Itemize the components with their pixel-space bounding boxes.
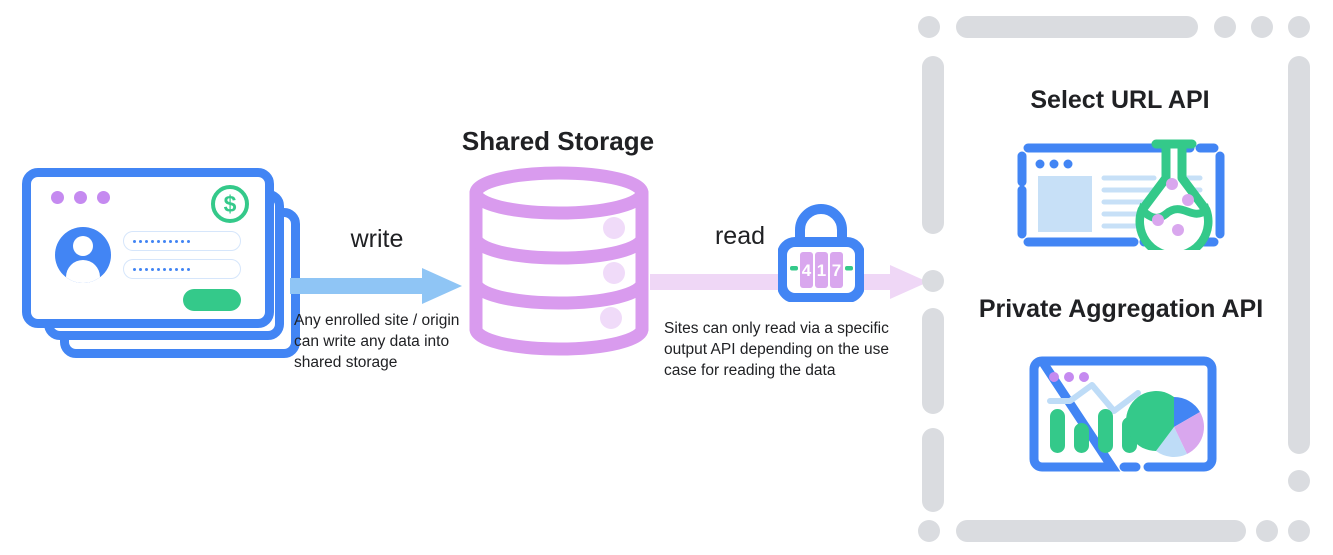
write-label: write (350, 225, 404, 253)
browser-dot-2 (1049, 159, 1059, 169)
mask-dot (187, 267, 190, 271)
submit-button[interactable] (183, 289, 241, 311)
border-dot-bottom-1 (1256, 520, 1278, 542)
bar-3 (1098, 409, 1113, 453)
mask-dot (169, 267, 172, 271)
border-dash-right-1 (1288, 56, 1310, 454)
dollar-icon: $ (211, 185, 249, 223)
window-dot-3 (97, 191, 110, 204)
private-aggregation-api-title: Private Aggregation API (978, 295, 1264, 323)
mask-dot (181, 239, 184, 243)
mask-dot (175, 267, 178, 271)
mask-dot (133, 267, 136, 271)
border-dot-top-3 (1251, 16, 1273, 38)
storage-dot-3 (600, 307, 622, 329)
mask-dot (151, 239, 154, 243)
bar-1 (1050, 409, 1065, 453)
border-dash-bottom (956, 520, 1246, 542)
browser-window-front: $ (22, 168, 274, 328)
dash-dot-3 (1079, 372, 1089, 382)
pie-slice-green (1126, 391, 1174, 451)
password-field[interactable] (123, 259, 241, 279)
border-dash-left-1 (922, 56, 944, 234)
browser-dot-1 (1035, 159, 1045, 169)
storage-dot-1 (603, 217, 625, 239)
content-block (1038, 176, 1092, 232)
mask-dot (139, 239, 142, 243)
select-url-api-title: Select URL API (1030, 86, 1210, 114)
window-dot-2 (74, 191, 87, 204)
bar-2 (1074, 423, 1089, 453)
border-dot-top-4 (1288, 16, 1310, 38)
mask-dot (145, 267, 148, 271)
write-caption: Any enrolled site / origin can write any… (294, 312, 460, 371)
window-traffic-dots (51, 191, 110, 204)
border-dash-left-3 (922, 428, 944, 512)
pie-slice-purple (1174, 412, 1204, 454)
pie-slice-blue (1174, 397, 1200, 427)
avatar-body (66, 260, 100, 283)
mask-dot (181, 267, 184, 271)
avatar (55, 227, 111, 283)
read-caption: Sites can only read via a specific outpu… (664, 320, 889, 379)
border-dash-left-2 (922, 308, 944, 414)
lock-digit-2: 1 (817, 261, 826, 280)
border-dot-top-1 (918, 16, 940, 38)
border-dash-top (956, 16, 1198, 38)
write-arrow-icon (290, 268, 462, 304)
mask-dot (133, 239, 136, 243)
mask-dot (169, 239, 172, 243)
flask-bubble-3 (1152, 214, 1164, 226)
mask-dot (151, 267, 154, 271)
browser-flask-icon (1017, 139, 1225, 250)
mask-dot (163, 267, 166, 271)
api-panel-dashed-border (918, 8, 1320, 546)
flask-bubble-4 (1172, 224, 1184, 236)
border-dot-right-2 (1288, 520, 1310, 542)
flask-bubble-1 (1166, 178, 1178, 190)
mask-dot (145, 239, 148, 243)
mask-dot (157, 267, 160, 271)
storage-dot-2 (603, 262, 625, 284)
border-dot-right-1 (1288, 470, 1310, 492)
mask-dot (175, 239, 178, 243)
database-cylinder-icon (469, 166, 649, 356)
window-dot-1 (51, 191, 64, 204)
username-field[interactable] (123, 231, 241, 251)
mask-dot (157, 239, 160, 243)
lock-digit-1: 4 (802, 261, 812, 280)
border-dot-left-1 (922, 270, 944, 292)
dashboard-charts-icon (1029, 356, 1217, 472)
flask-bubble-2 (1182, 194, 1194, 206)
pie-chart (1126, 391, 1204, 457)
combination-lock-icon: 4 1 7 (778, 204, 864, 302)
dash-dot-2 (1064, 372, 1074, 382)
lock-digit-3: 7 (832, 261, 841, 280)
browser-dot-3 (1063, 159, 1073, 169)
border-dot-top-2 (1214, 16, 1236, 38)
pie-slice-lightblue (1156, 427, 1187, 457)
mask-dot (163, 239, 166, 243)
mask-dot (187, 239, 190, 243)
line-chart (1047, 382, 1141, 414)
shared-storage-title: Shared Storage (461, 126, 655, 156)
dash-dot-1 (1049, 372, 1059, 382)
browser-window-stack: $ (14, 168, 304, 363)
read-label: read (714, 222, 766, 250)
avatar-head (73, 236, 93, 256)
mask-dot (139, 267, 142, 271)
border-dot-left-2 (918, 520, 940, 542)
